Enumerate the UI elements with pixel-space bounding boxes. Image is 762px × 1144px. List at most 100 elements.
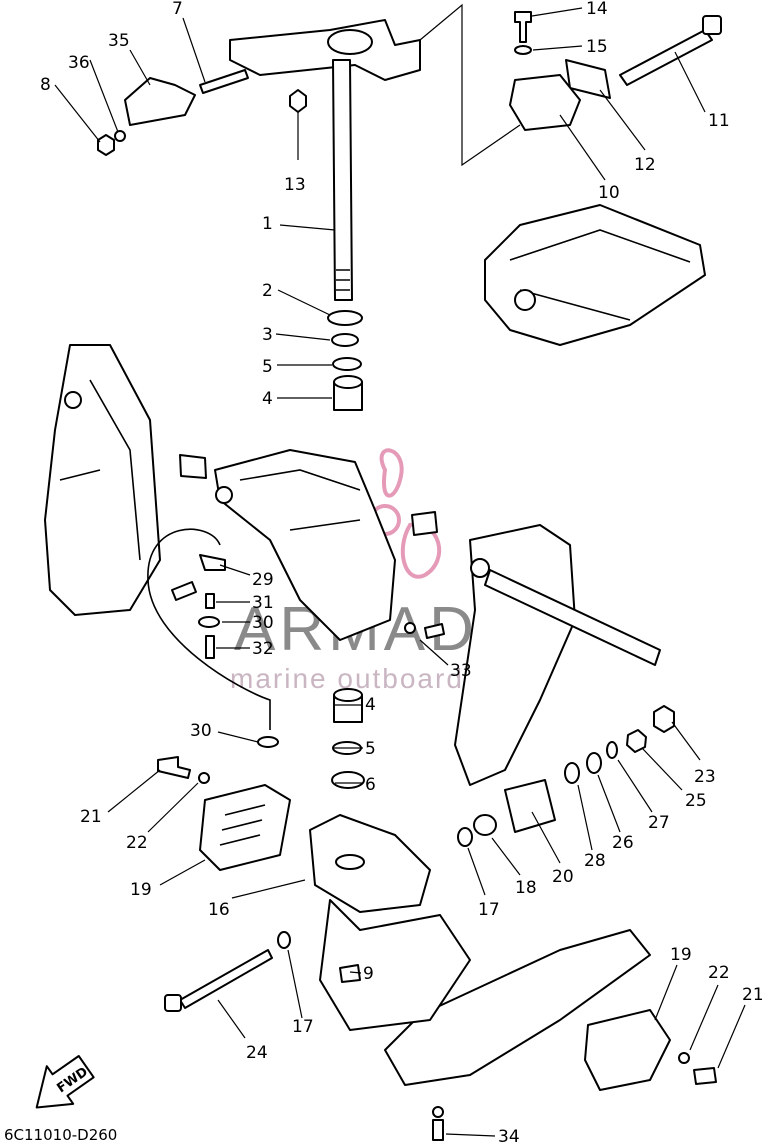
nut-23 bbox=[653, 705, 675, 733]
callout-34: 34 bbox=[498, 1127, 520, 1144]
clip-30-upper bbox=[198, 616, 220, 628]
lower-plate bbox=[384, 929, 651, 1086]
callout-20: 20 bbox=[552, 867, 574, 887]
washer-17-right bbox=[457, 827, 473, 847]
callout-21-right: 21 bbox=[742, 985, 762, 1005]
fwd-arrow: FWD bbox=[35, 1054, 95, 1109]
bolt-14 bbox=[514, 11, 532, 43]
clamp-bracket-left bbox=[44, 344, 161, 616]
plate-12 bbox=[565, 59, 611, 99]
spring-32 bbox=[205, 635, 215, 659]
callout-36: 36 bbox=[68, 53, 90, 73]
grease-nipple bbox=[171, 581, 197, 601]
steering-arm bbox=[229, 19, 421, 81]
callout-22-left: 22 bbox=[126, 833, 148, 853]
o-ring-5-upper bbox=[332, 357, 362, 371]
callout-25: 25 bbox=[685, 791, 707, 811]
callout-18: 18 bbox=[515, 878, 537, 898]
callout-30-upper: 30 bbox=[252, 613, 274, 633]
callout-27: 27 bbox=[648, 813, 670, 833]
nut-8 bbox=[97, 134, 115, 156]
parts-artwork: FWD bbox=[35, 11, 722, 1141]
block-10 bbox=[509, 74, 581, 131]
washer-22-left bbox=[198, 772, 210, 784]
callout-9: 9 bbox=[363, 964, 374, 984]
washer-3 bbox=[331, 333, 359, 347]
callout-14: 14 bbox=[586, 0, 608, 19]
lower-case bbox=[319, 899, 471, 1031]
callout-28: 28 bbox=[584, 851, 606, 871]
callout-5-lower: 5 bbox=[365, 739, 376, 759]
callout-29: 29 bbox=[252, 570, 274, 590]
callout-13: 13 bbox=[284, 175, 306, 195]
washer-36 bbox=[114, 130, 126, 142]
callout-10: 10 bbox=[598, 183, 620, 203]
damper-20 bbox=[504, 779, 556, 833]
callout-2: 2 bbox=[262, 281, 273, 301]
washer-26 bbox=[586, 752, 602, 774]
callout-33: 33 bbox=[450, 661, 472, 681]
callout-17-right: 17 bbox=[478, 900, 500, 920]
steering-shaft bbox=[332, 59, 353, 301]
diagram-code: 6C11010-D260 bbox=[4, 1126, 117, 1144]
callout-4-upper: 4 bbox=[262, 389, 273, 409]
callout-1: 1 bbox=[262, 214, 273, 234]
callout-4-lower: 4 bbox=[365, 695, 376, 715]
callout-7: 7 bbox=[172, 0, 183, 19]
bolt-11 bbox=[619, 29, 713, 86]
callout-12: 12 bbox=[634, 155, 656, 175]
callout-19-left: 19 bbox=[130, 880, 152, 900]
nut-25 bbox=[626, 729, 647, 753]
through-tube bbox=[484, 569, 661, 666]
washer-28 bbox=[564, 762, 580, 784]
screw-34 bbox=[432, 1119, 444, 1141]
clip-30-lower bbox=[257, 736, 279, 748]
spring-18 bbox=[473, 814, 497, 836]
callout-15: 15 bbox=[586, 37, 608, 57]
washer-27 bbox=[606, 741, 618, 759]
washer-17-left bbox=[277, 931, 291, 949]
callout-17-left: 17 bbox=[292, 1017, 314, 1037]
callout-23: 23 bbox=[694, 767, 716, 787]
washer-22-right bbox=[678, 1052, 690, 1064]
callout-3: 3 bbox=[262, 325, 273, 345]
bolt-7 bbox=[199, 69, 249, 94]
clip-29 bbox=[199, 554, 226, 571]
swivel-bracket bbox=[214, 449, 396, 641]
callout-26: 26 bbox=[612, 833, 634, 853]
callout-6: 6 bbox=[365, 775, 376, 795]
callout-32: 32 bbox=[252, 639, 274, 659]
callout-31: 31 bbox=[252, 593, 274, 613]
washer-6 bbox=[331, 771, 365, 789]
bracket-35 bbox=[124, 77, 196, 126]
callout-35: 35 bbox=[108, 31, 130, 51]
bushing-left bbox=[179, 454, 207, 479]
bolt-21-left bbox=[157, 756, 191, 779]
callout-16: 16 bbox=[208, 900, 230, 920]
mount-cover-19-left bbox=[199, 784, 291, 871]
callout-21-left: 21 bbox=[80, 807, 102, 827]
callout-19-right: 19 bbox=[670, 945, 692, 965]
clamp-bracket-right bbox=[454, 524, 576, 786]
bolt-21-right bbox=[693, 1067, 717, 1085]
pin-31 bbox=[205, 593, 215, 609]
leader-lines bbox=[54, 3, 746, 1137]
upper-mount-housing bbox=[484, 204, 706, 346]
washer-15 bbox=[514, 45, 532, 55]
lower-mount-16 bbox=[309, 814, 431, 913]
washer-2 bbox=[327, 310, 363, 326]
callout-5-upper: 5 bbox=[262, 357, 273, 377]
bushing-right bbox=[411, 511, 438, 536]
callout-8: 8 bbox=[40, 75, 51, 95]
callout-24: 24 bbox=[246, 1043, 268, 1063]
bolt-33 bbox=[424, 623, 445, 639]
callout-30-lower: 30 bbox=[190, 721, 212, 741]
hose bbox=[147, 528, 271, 730]
callout-11: 11 bbox=[708, 111, 730, 131]
clip-9 bbox=[339, 964, 361, 983]
callout-22-right: 22 bbox=[708, 963, 730, 983]
callouts: 1 2 3 4 4 5 5 6 7 8 9 10 11 12 13 14 15 … bbox=[40, 0, 762, 1144]
bolt-24 bbox=[179, 949, 273, 1009]
nut-13 bbox=[289, 89, 307, 113]
